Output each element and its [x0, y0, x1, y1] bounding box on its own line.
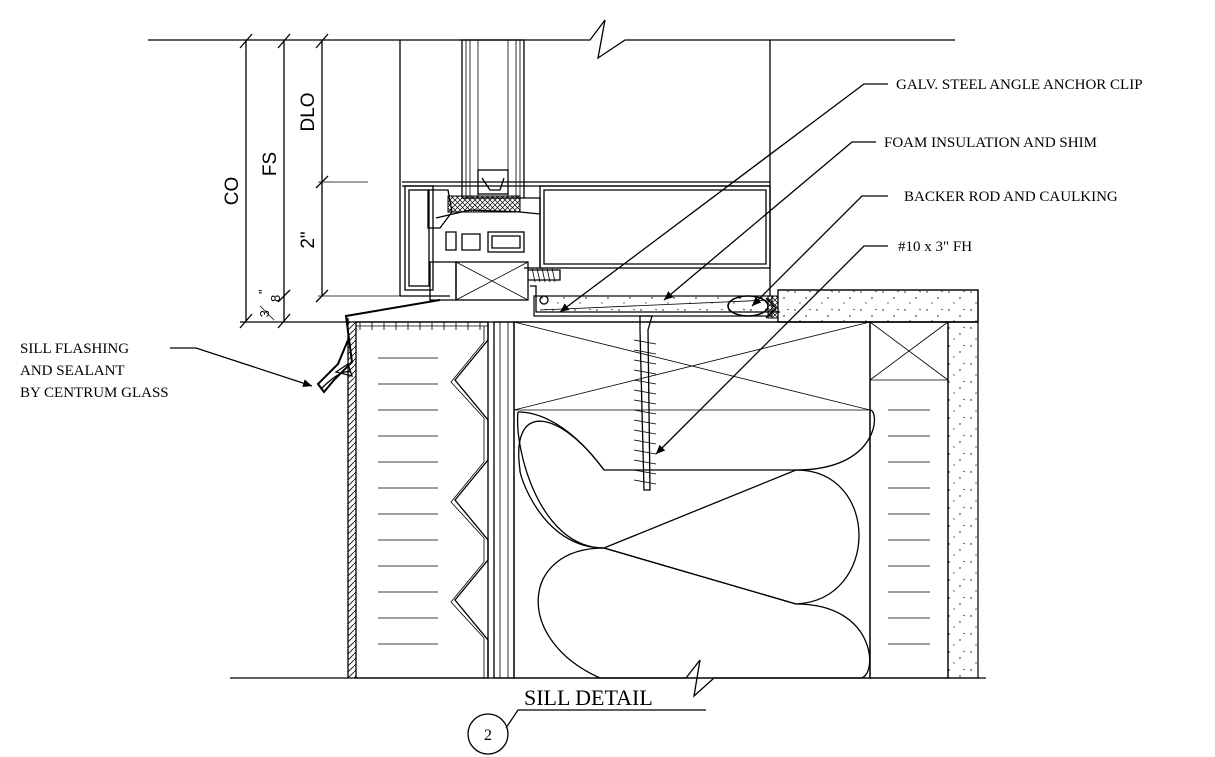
dimension-lines	[148, 33, 400, 329]
detail-title: 2 SILL DETAIL	[467, 685, 706, 755]
fs-dimension-label: FS	[260, 152, 281, 176]
callout-sill-flashing-line-3: BY CENTRUM GLASS	[20, 385, 169, 401]
dimension-labels: CO FS DLO 2" 3 8 "	[222, 92, 319, 321]
leader-lines	[170, 83, 888, 455]
sill-flashing	[316, 299, 441, 394]
callout-labels: GALV. STEEL ANGLE ANCHOR CLIP FOAM INSUL…	[20, 77, 1143, 401]
top-break-line	[148, 19, 955, 60]
three-eighths-dimension-label: 3 8 "	[256, 289, 283, 321]
dlo-dimension-label: DLO	[298, 92, 319, 131]
callout-foam-insulation: FOAM INSULATION AND SHIM	[884, 135, 1097, 151]
callout-sill-flashing-line-1: SILL FLASHING	[20, 341, 129, 357]
co-dimension-label: CO	[222, 177, 243, 206]
callout-backer-rod: BACKER ROD AND CAULKING	[904, 189, 1118, 205]
fraction-inch-mark: "	[256, 289, 271, 294]
detail-number-bubble	[467, 713, 509, 755]
wall-section	[240, 318, 979, 679]
fraction-denominator: 8	[268, 295, 283, 302]
callout-sill-flashing-line-2: AND SEALANT	[20, 363, 125, 379]
two-inch-dimension-label: 2"	[298, 231, 319, 248]
interior-sill-board	[777, 289, 979, 323]
foam-shim-zone	[533, 295, 779, 319]
window-frame	[399, 39, 780, 313]
detail-number: 2	[484, 727, 492, 744]
fraction-numerator: 3	[257, 310, 272, 317]
detail-title-text: SILL DETAIL	[524, 685, 653, 710]
screw-fastener	[633, 315, 657, 491]
callout-anchor-clip: GALV. STEEL ANGLE ANCHOR CLIP	[896, 77, 1143, 93]
bottom-break-line	[230, 659, 986, 698]
callout-screw: #10 x 3" FH	[898, 239, 972, 255]
